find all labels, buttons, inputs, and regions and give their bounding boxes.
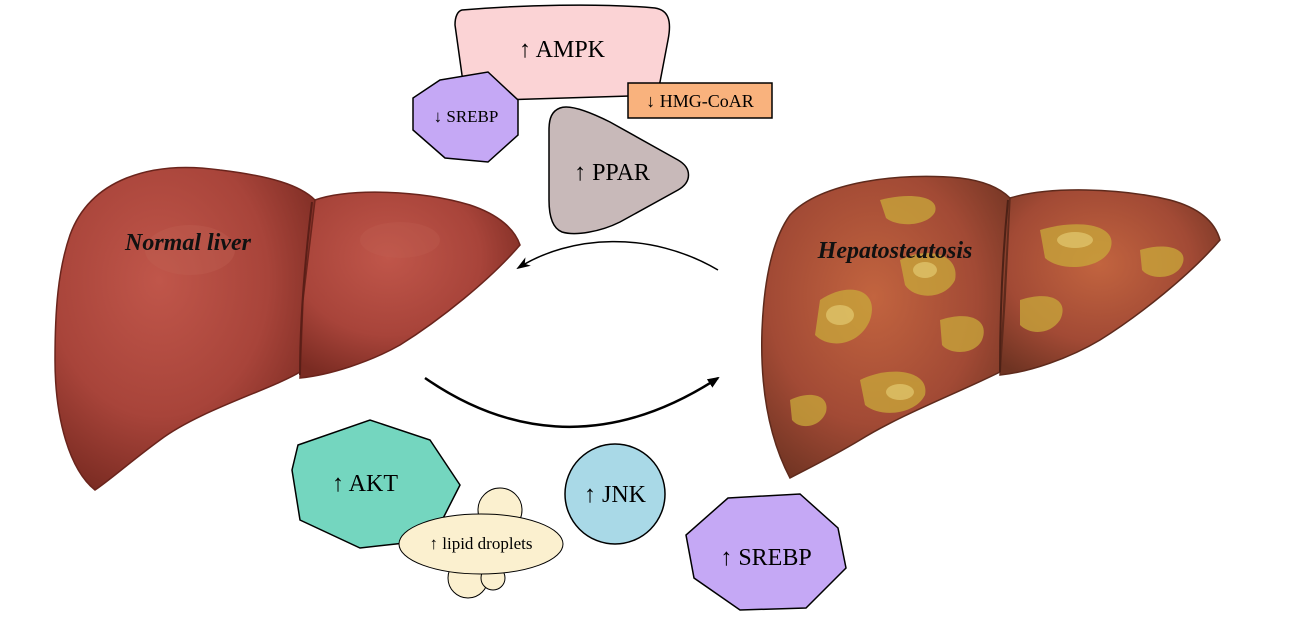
ppar-label: ↑ PPAR	[574, 160, 650, 186]
hmgcoar-label: ↓ HMG-CoAR	[646, 91, 754, 111]
lipid-droplets-node	[398, 513, 564, 575]
normal-liver-right-lobe	[299, 191, 521, 379]
jnk-label: ↑ JNK	[584, 482, 647, 508]
normal-liver-highlight	[145, 225, 235, 275]
hepatosteatosis-label: Hepatosteatosis	[817, 238, 973, 264]
hmgcoar-node	[627, 82, 773, 119]
normal-liver-fissure	[299, 201, 313, 376]
arrow-to-normal	[516, 240, 719, 271]
normal-liver	[54, 166, 521, 491]
normal-liver-label: Normal liver	[124, 230, 252, 256]
ampk-label: ↑ AMPK	[519, 37, 606, 63]
srebp-down-label: ↓ SREBP	[434, 107, 499, 126]
fat-highlights	[826, 232, 1093, 400]
steatotic-liver-fissure	[999, 199, 1009, 373]
lipid-droplets-cluster	[398, 487, 564, 599]
srebp-down-node	[412, 71, 519, 163]
lipid-droplets-label: ↑ lipid droplets	[430, 534, 533, 553]
srebp-up-label: ↑ SREBP	[720, 545, 811, 571]
hepatosteatosis-liver	[761, 175, 1221, 480]
srebp-up-node	[685, 493, 847, 611]
ppar-node	[548, 106, 690, 235]
akt-label: ↑ AKT	[332, 471, 398, 497]
jnk-node	[564, 443, 666, 545]
normal-liver-left-lobe	[54, 166, 316, 491]
steatotic-liver-right-lobe	[999, 189, 1221, 376]
arrow-to-steatosis	[424, 376, 720, 428]
normal-liver-highlight	[360, 222, 440, 258]
